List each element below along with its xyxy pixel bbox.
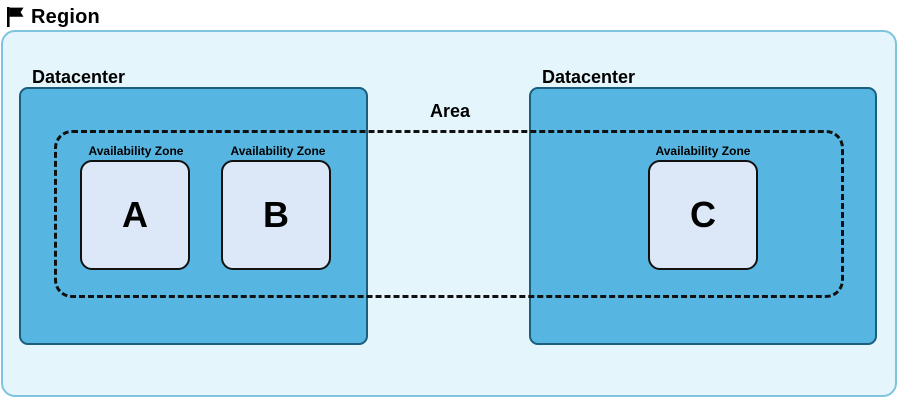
- availability-zone-c: C: [648, 160, 758, 270]
- availability-zone-letter-a: A: [122, 194, 148, 235]
- availability-zone-title-b: Availability Zone: [230, 144, 326, 158]
- availability-zone-letter-c: C: [690, 194, 716, 235]
- availability-zone-b: B: [221, 160, 331, 270]
- availability-zone-letter-b: B: [263, 194, 289, 235]
- area-boundary: [54, 130, 844, 298]
- region-header: Region: [6, 5, 100, 29]
- datacenter-title-right: Datacenter: [542, 67, 636, 87]
- availability-zone-title-a: Availability Zone: [88, 144, 184, 158]
- availability-zone-title-c: Availability Zone: [655, 144, 751, 158]
- region-title: Region: [31, 5, 100, 28]
- datacenter-title-left: Datacenter: [32, 67, 126, 87]
- area-title: Area: [429, 101, 471, 121]
- flag-icon: [7, 7, 24, 27]
- availability-zone-a: A: [80, 160, 190, 270]
